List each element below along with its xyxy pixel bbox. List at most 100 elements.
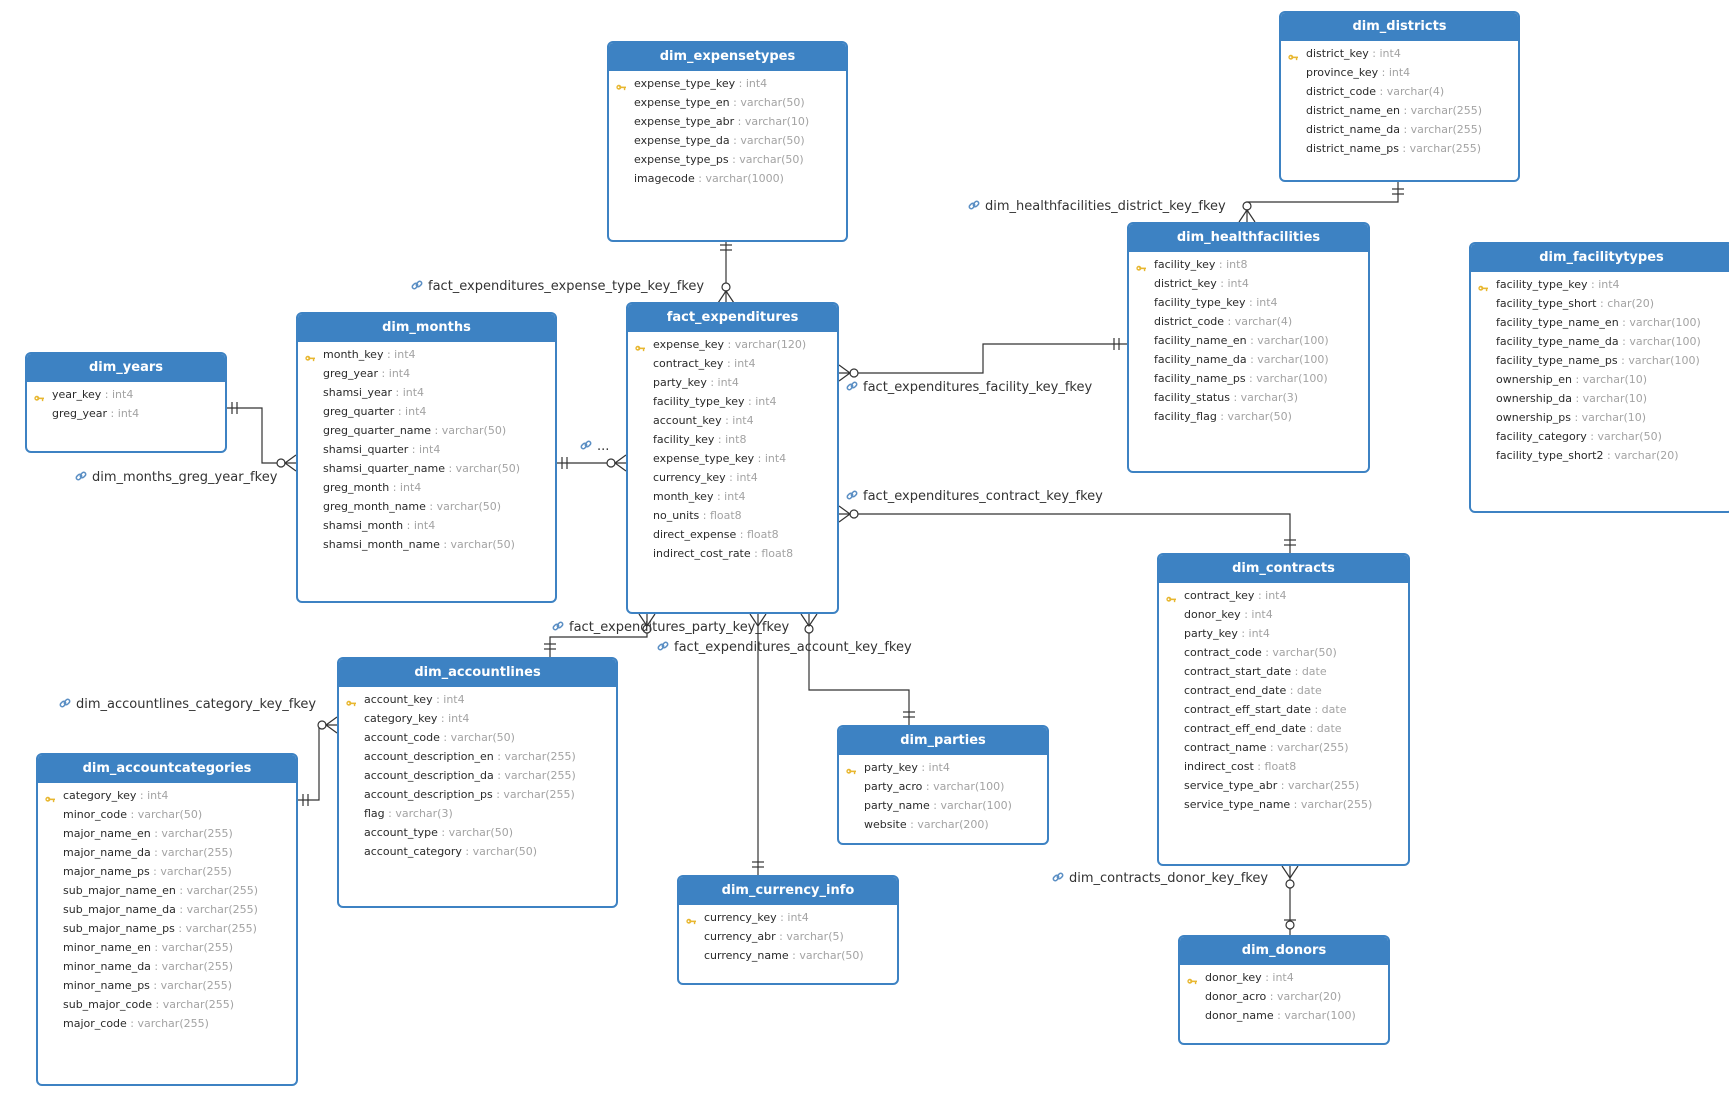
column-row[interactable]: donor_name : varchar(100) [1180, 1006, 1388, 1025]
primary-key-column[interactable]: district_key : int4 [1281, 44, 1518, 63]
column-row[interactable]: minor_name_ps : varchar(255) [38, 976, 296, 995]
column-row[interactable]: facility_type_name_da : varchar(100) [1471, 332, 1729, 351]
primary-key-column[interactable]: donor_key : int4 [1180, 968, 1388, 987]
column-row[interactable]: contract_code : varchar(50) [1159, 643, 1408, 662]
column-row[interactable]: province_key : int4 [1281, 63, 1518, 82]
column-row[interactable]: account_type : varchar(50) [339, 823, 616, 842]
column-row[interactable]: greg_quarter_name : varchar(50) [298, 421, 555, 440]
primary-key-column[interactable]: year_key : int4 [27, 385, 225, 404]
column-row[interactable]: indirect_cost_rate : float8 [628, 544, 837, 563]
column-row[interactable]: imagecode : varchar(1000) [609, 169, 846, 188]
column-row[interactable]: ownership_en : varchar(10) [1471, 370, 1729, 389]
column-row[interactable]: facility_flag : varchar(50) [1129, 407, 1368, 426]
column-row[interactable]: contract_end_date : date [1159, 681, 1408, 700]
relation-label-facility[interactable]: fact_expenditures_facility_key_fkey [846, 380, 1092, 396]
column-row[interactable]: account_description_da : varchar(255) [339, 766, 616, 785]
column-row[interactable]: district_code : varchar(4) [1281, 82, 1518, 101]
column-row[interactable]: shamsi_quarter_name : varchar(50) [298, 459, 555, 478]
column-row[interactable]: facility_key : int8 [628, 430, 837, 449]
column-row[interactable]: major_name_ps : varchar(255) [38, 862, 296, 881]
column-row[interactable]: district_name_ps : varchar(255) [1281, 139, 1518, 158]
relation-label-greg-year[interactable]: dim_months_greg_year_fkey [75, 470, 277, 486]
column-row[interactable]: account_description_en : varchar(255) [339, 747, 616, 766]
column-row[interactable]: contract_key : int4 [628, 354, 837, 373]
column-row[interactable]: service_type_name : varchar(255) [1159, 795, 1408, 814]
column-row[interactable]: facility_name_da : varchar(100) [1129, 350, 1368, 369]
column-row[interactable]: minor_name_en : varchar(255) [38, 938, 296, 957]
relation-label-contract[interactable]: fact_expenditures_contract_key_fkey [846, 489, 1103, 505]
column-row[interactable]: expense_type_da : varchar(50) [609, 131, 846, 150]
column-row[interactable]: facility_type_key : int4 [1129, 293, 1368, 312]
primary-key-column[interactable]: facility_type_key : int4 [1471, 275, 1729, 294]
column-row[interactable]: currency_key : int4 [628, 468, 837, 487]
relation-label-expense-type[interactable]: fact_expenditures_expense_type_key_fkey [411, 279, 704, 295]
primary-key-column[interactable]: currency_key : int4 [679, 908, 897, 927]
column-row[interactable]: major_name_da : varchar(255) [38, 843, 296, 862]
column-row[interactable]: greg_year : int4 [298, 364, 555, 383]
column-row[interactable]: shamsi_month : int4 [298, 516, 555, 535]
column-row[interactable]: party_name : varchar(100) [839, 796, 1047, 815]
relation-label-month[interactable]: ... [580, 439, 609, 455]
column-row[interactable]: ownership_da : varchar(10) [1471, 389, 1729, 408]
column-row[interactable]: sub_major_name_ps : varchar(255) [38, 919, 296, 938]
column-row[interactable]: service_type_abr : varchar(255) [1159, 776, 1408, 795]
column-row[interactable]: facility_type_name_ps : varchar(100) [1471, 351, 1729, 370]
primary-key-column[interactable]: month_key : int4 [298, 345, 555, 364]
column-row[interactable]: sub_major_code : varchar(255) [38, 995, 296, 1014]
column-row[interactable]: facility_name_ps : varchar(100) [1129, 369, 1368, 388]
column-row[interactable]: expense_type_key : int4 [628, 449, 837, 468]
relation-label-category[interactable]: dim_accountlines_category_key_fkey [59, 697, 316, 713]
column-row[interactable]: party_acro : varchar(100) [839, 777, 1047, 796]
column-row[interactable]: district_name_en : varchar(255) [1281, 101, 1518, 120]
column-row[interactable]: district_key : int4 [1129, 274, 1368, 293]
column-row[interactable]: currency_name : varchar(50) [679, 946, 897, 965]
column-row[interactable]: contract_start_date : date [1159, 662, 1408, 681]
relation-label-donor[interactable]: dim_contracts_donor_key_fkey [1052, 871, 1268, 887]
primary-key-column[interactable]: category_key : int4 [38, 786, 296, 805]
column-row[interactable]: flag : varchar(3) [339, 804, 616, 823]
column-row[interactable]: greg_year : int4 [27, 404, 225, 423]
column-row[interactable]: facility_type_key : int4 [628, 392, 837, 411]
column-row[interactable]: category_key : int4 [339, 709, 616, 728]
relation-label-account[interactable]: fact_expenditures_account_key_fkey [657, 640, 912, 656]
column-row[interactable]: facility_category : varchar(50) [1471, 427, 1729, 446]
column-row[interactable]: major_code : varchar(255) [38, 1014, 296, 1033]
column-row[interactable]: district_code : varchar(4) [1129, 312, 1368, 331]
column-row[interactable]: donor_acro : varchar(20) [1180, 987, 1388, 1006]
column-row[interactable]: contract_eff_start_date : date [1159, 700, 1408, 719]
column-row[interactable]: major_name_en : varchar(255) [38, 824, 296, 843]
column-row[interactable]: greg_month : int4 [298, 478, 555, 497]
column-row[interactable]: indirect_cost : float8 [1159, 757, 1408, 776]
column-row[interactable]: expense_type_en : varchar(50) [609, 93, 846, 112]
relation-label-district[interactable]: dim_healthfacilities_district_key_fkey [968, 199, 1226, 215]
column-row[interactable]: account_description_ps : varchar(255) [339, 785, 616, 804]
column-row[interactable]: contract_eff_end_date : date [1159, 719, 1408, 738]
primary-key-column[interactable]: expense_key : varchar(120) [628, 335, 837, 354]
column-row[interactable]: facility_name_en : varchar(100) [1129, 331, 1368, 350]
column-row[interactable]: expense_type_abr : varchar(10) [609, 112, 846, 131]
column-row[interactable]: sub_major_name_en : varchar(255) [38, 881, 296, 900]
column-row[interactable]: party_key : int4 [628, 373, 837, 392]
column-row[interactable]: no_units : float8 [628, 506, 837, 525]
column-row[interactable]: month_key : int4 [628, 487, 837, 506]
primary-key-column[interactable]: contract_key : int4 [1159, 586, 1408, 605]
column-row[interactable]: party_key : int4 [1159, 624, 1408, 643]
column-row[interactable]: shamsi_year : int4 [298, 383, 555, 402]
primary-key-column[interactable]: account_key : int4 [339, 690, 616, 709]
column-row[interactable]: sub_major_name_da : varchar(255) [38, 900, 296, 919]
column-row[interactable]: direct_expense : float8 [628, 525, 837, 544]
column-row[interactable]: minor_code : varchar(50) [38, 805, 296, 824]
relation-label-party[interactable]: fact_expenditures_party_key_fkey [552, 620, 789, 636]
column-row[interactable]: shamsi_quarter : int4 [298, 440, 555, 459]
